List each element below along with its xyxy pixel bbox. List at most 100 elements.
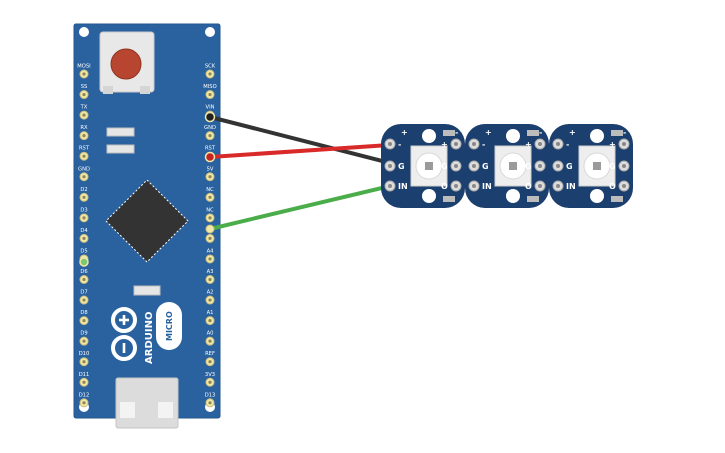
pin-hole <box>208 401 212 405</box>
pin-label: RX <box>80 125 88 131</box>
pin-hole <box>82 277 86 282</box>
pin-hole <box>208 360 212 364</box>
mounting-hole <box>506 189 520 203</box>
pad-hole <box>472 142 476 146</box>
pin-label: A1 <box>207 310 214 316</box>
pin-label: 3V3 <box>205 372 215 378</box>
strip-label: + <box>569 128 576 137</box>
pad-hole <box>622 184 626 188</box>
smd-component <box>443 196 455 202</box>
pin-label: NC <box>206 187 214 193</box>
left-pin-header: MOSISSTXRXRSTGNDD2D3D4D5D6D7D8D9D10D11D1… <box>77 64 91 408</box>
arduino-logo: ARDUINO MICRO <box>111 302 182 364</box>
strip-label: - <box>539 128 542 137</box>
pad-hole <box>556 164 560 168</box>
mounting-hole <box>422 129 436 143</box>
pin-label: D11 <box>79 372 90 378</box>
pin-label: SCK <box>205 64 216 70</box>
pad-hole <box>538 164 542 168</box>
pin-5v-connected <box>204 151 216 163</box>
pin-label: SS <box>81 84 88 90</box>
pad-hole <box>538 184 542 188</box>
strip-label: O <box>441 182 448 191</box>
pad-hole <box>454 142 458 146</box>
pin-label: MISO <box>203 84 216 90</box>
pin-hole <box>208 175 212 179</box>
strip-label: - <box>566 140 569 149</box>
data-wire[interactable] <box>208 184 392 231</box>
pin-label: A4 <box>207 248 215 254</box>
pin-hole <box>82 134 86 138</box>
arduino-micro-board: ARDUINO MICRO MOSISSTXRXRSTGNDD2D3D4D5D6… <box>73 23 221 429</box>
pin-hole <box>82 236 86 240</box>
pin-label: D9 <box>80 331 87 337</box>
pin-label: D12 <box>79 392 90 398</box>
strip-label: - <box>623 128 626 137</box>
usb-connector <box>115 377 179 429</box>
strip-label: G <box>441 162 448 171</box>
pin-label: VIN <box>206 105 215 111</box>
strip-label: O <box>609 182 616 191</box>
mounting-hole <box>79 27 89 37</box>
pin-label: D2 <box>80 187 87 193</box>
strip-label: G <box>482 162 489 171</box>
smd-component <box>611 130 623 136</box>
pad-hole <box>472 164 476 168</box>
pad-hole <box>472 184 476 188</box>
pin-label: A2 <box>207 290 214 296</box>
pin-hole <box>82 216 86 220</box>
pin-label: D6 <box>80 269 87 275</box>
pin-hole <box>208 319 212 323</box>
pin-hole <box>208 236 212 240</box>
pin-label: D8 <box>80 310 87 316</box>
pad-hole <box>454 184 458 188</box>
pad-hole <box>556 184 560 188</box>
pad-hole <box>454 164 458 168</box>
smd-component <box>443 130 455 136</box>
pad-hole <box>622 164 626 168</box>
pin-hole <box>82 339 86 343</box>
pin-label: D3 <box>80 207 87 213</box>
pin-hole <box>208 92 212 97</box>
strip-label: G <box>525 162 532 171</box>
mounting-hole <box>590 189 604 203</box>
reset-button[interactable] <box>99 31 155 94</box>
brand-text: ARDUINO <box>144 312 155 364</box>
pin-label: NC <box>206 207 214 213</box>
strip-label: + <box>441 140 448 149</box>
led-die <box>593 162 601 170</box>
pin-label: D7 <box>80 290 87 296</box>
mounting-hole <box>422 189 436 203</box>
pin-gnd-connected <box>204 111 216 123</box>
strip-label: + <box>609 140 616 149</box>
model-text: MICRO <box>165 311 174 341</box>
pin-hole <box>82 92 86 97</box>
pin-hole <box>208 134 212 138</box>
pin-label: MOSI <box>77 64 91 70</box>
strip-label: - <box>482 140 485 149</box>
smd-component <box>133 285 161 296</box>
power-wire[interactable] <box>208 143 392 159</box>
pin-label: D5 <box>80 248 87 254</box>
mounting-hole <box>205 27 215 37</box>
strip-label: + <box>485 128 492 137</box>
led-die <box>509 162 517 170</box>
pin-hole <box>82 154 86 158</box>
pin-a4-connected <box>205 224 215 234</box>
pin-hole <box>82 195 86 199</box>
pad-hole <box>388 142 392 146</box>
strip-label: + <box>401 128 408 137</box>
pin-hole <box>82 360 86 364</box>
ground-wire[interactable] <box>208 115 392 165</box>
pin-hole <box>208 277 212 282</box>
smd-component <box>106 127 135 137</box>
pin-hole <box>208 216 212 220</box>
pin-hole <box>82 72 86 76</box>
pin-label: D4 <box>80 228 88 234</box>
smd-component <box>106 144 135 154</box>
wires <box>208 115 392 231</box>
pad-hole <box>556 142 560 146</box>
